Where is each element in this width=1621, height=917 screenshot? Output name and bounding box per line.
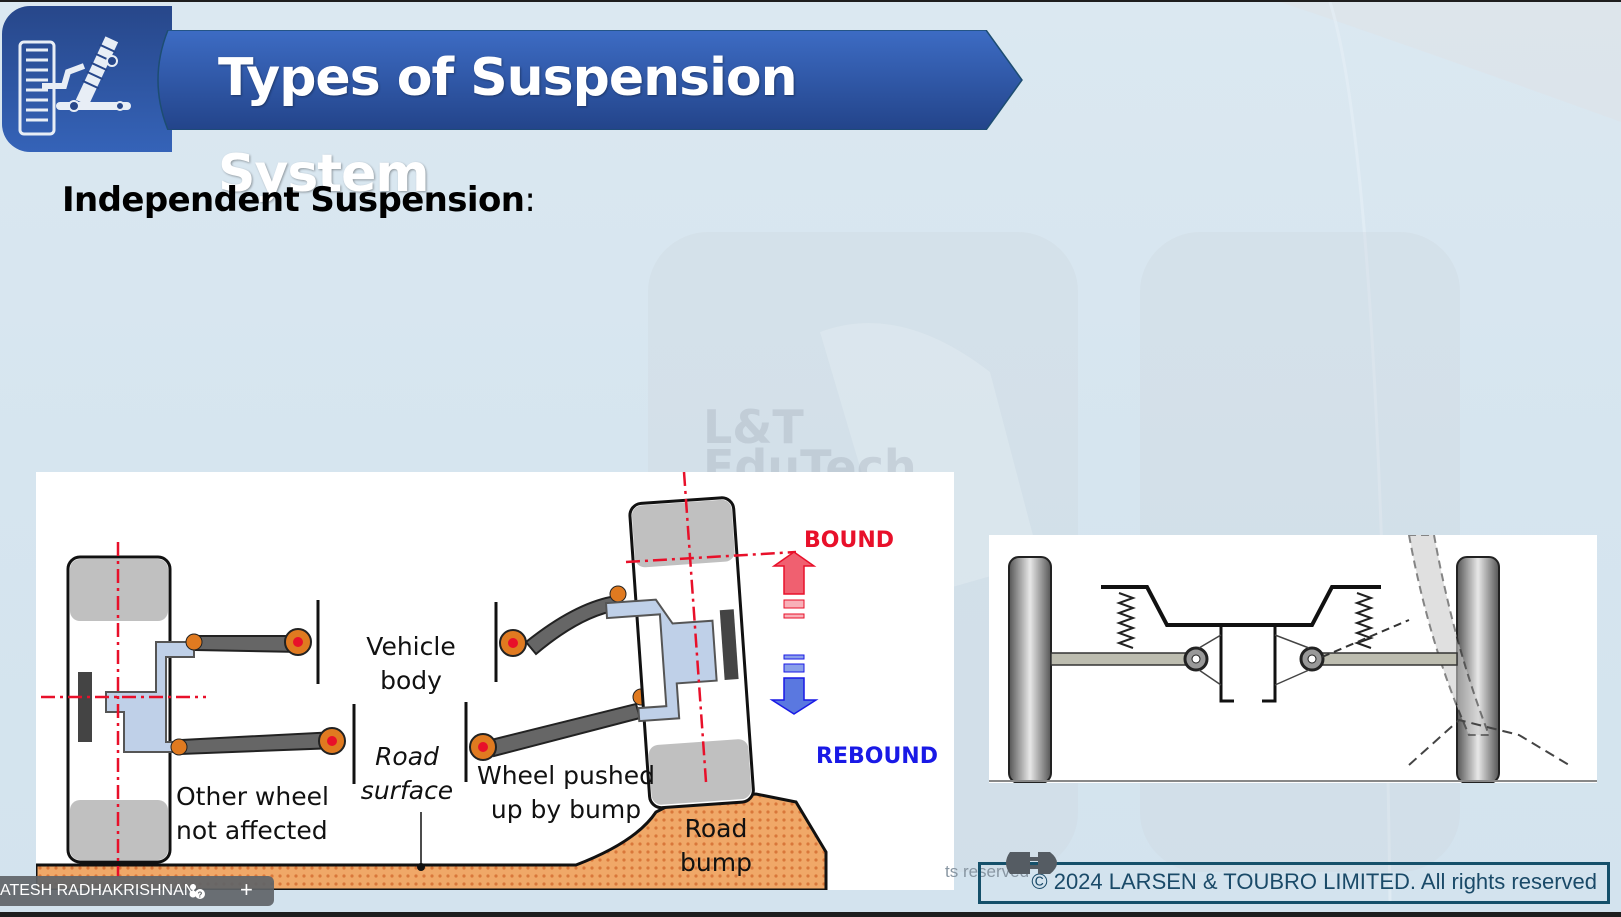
label-rebound: REBOUND <box>816 744 938 769</box>
add-button[interactable]: + <box>240 877 253 902</box>
slide-title: Types of Suspension System <box>218 48 798 204</box>
copyright-footer: © 2024 LARSEN & TOUBRO LIMITED. All righ… <box>978 862 1610 904</box>
label-road-bump: Road bump <box>680 814 752 877</box>
svg-text:?: ? <box>198 891 203 900</box>
copyright-text: © 2024 LARSEN & TOUBRO LIMITED. All righ… <box>1031 869 1597 894</box>
suspension-icon <box>18 36 131 136</box>
people-question-icon[interactable]: ? <box>188 882 206 900</box>
label-other-wheel: Other wheel not affected <box>176 782 329 845</box>
section-heading: Independent Suspension: <box>62 180 536 220</box>
bottom-strip <box>0 912 1621 917</box>
label-wheel-pushed: Wheel pushed up by bump <box>476 761 656 824</box>
swing-axle-diagram <box>989 535 1597 783</box>
label-bound: BOUND <box>804 528 895 553</box>
label-road-surface: Road surface <box>360 742 454 805</box>
title-banner: Types of Suspension System <box>148 30 1024 204</box>
presenter-bar[interactable]: ATESH RADHAKRISHNAN ? + <box>0 876 274 906</box>
presenter-name: ATESH RADHAKRISHNAN <box>0 882 196 899</box>
independent-suspension-diagram: Vehicle body Road surface Other wheel no… <box>36 472 954 890</box>
label-vehicle-body: Vehicle body <box>366 632 456 695</box>
title-icon-box <box>2 6 172 152</box>
plug-icon <box>1006 852 1057 874</box>
